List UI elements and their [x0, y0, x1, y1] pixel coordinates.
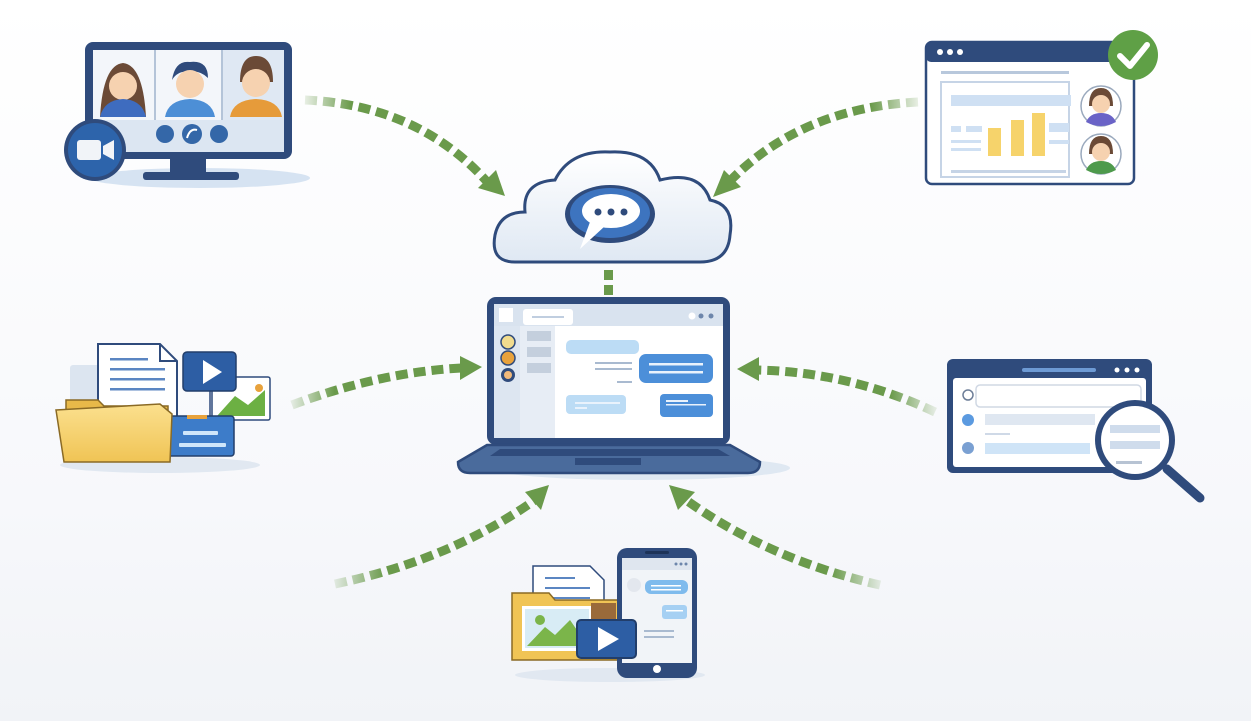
search-node: [947, 359, 1205, 503]
home-button: [653, 665, 661, 673]
arrow-video-to-cloud: [304, 95, 505, 196]
folder-blue-icon: [167, 415, 235, 457]
contact-avatar: [500, 334, 516, 350]
message-bubble: [645, 580, 688, 594]
mobile-media-node: [511, 548, 705, 682]
checkmark-icon: [1108, 30, 1158, 80]
result-row: [985, 414, 1095, 425]
video-file-icon: [182, 351, 237, 392]
file-sharing-node: [55, 343, 271, 473]
video-call-node: [64, 42, 310, 188]
smartphone-icon: [617, 548, 697, 678]
phone-button-icon: [182, 124, 202, 144]
arrowhead: [525, 485, 549, 510]
arrowhead: [669, 485, 695, 510]
trackpad: [575, 458, 641, 465]
participant-avatar: [100, 63, 146, 117]
cloud-laptop-link: [604, 270, 613, 295]
arrow-mobile-to-laptop-right: [669, 485, 881, 590]
arrow-mobile-to-laptop-left: [334, 485, 549, 589]
message-incoming: [566, 340, 639, 354]
chat-button-icon: [210, 125, 228, 143]
folder-icon: [55, 399, 173, 463]
reviewer-avatar: [1080, 85, 1122, 127]
arrowhead: [713, 170, 741, 197]
arrowhead: [460, 356, 482, 380]
message-outgoing: [639, 354, 713, 383]
magnifier-icon: [1095, 400, 1205, 503]
message-incoming: [566, 395, 626, 414]
search-input: [975, 384, 1142, 408]
dashboard-node: [924, 30, 1158, 186]
arrow-search-to-laptop: [737, 357, 937, 417]
cloud-hub: [492, 150, 733, 264]
participant-avatar: [230, 56, 282, 117]
video-file-icon: [576, 619, 637, 659]
reviewer-avatar: [1080, 133, 1122, 175]
participant-avatar: [165, 61, 215, 117]
chat-bubble-icon: [565, 185, 655, 249]
arrow-files-to-laptop: [290, 356, 482, 410]
contact-avatar: [500, 350, 516, 366]
window-titlebar: [926, 42, 1134, 62]
app-logo: [499, 308, 513, 322]
arrowhead: [478, 170, 505, 196]
video-camera-icon: [64, 119, 126, 181]
bar-chart-icon: [988, 113, 1045, 156]
message-bubble: [662, 605, 687, 619]
mute-button-icon: [156, 125, 174, 143]
laptop-center: [456, 297, 790, 480]
arrowhead: [737, 357, 759, 381]
result-row: [985, 443, 1090, 454]
arrow-dashboard-to-cloud: [713, 97, 919, 197]
